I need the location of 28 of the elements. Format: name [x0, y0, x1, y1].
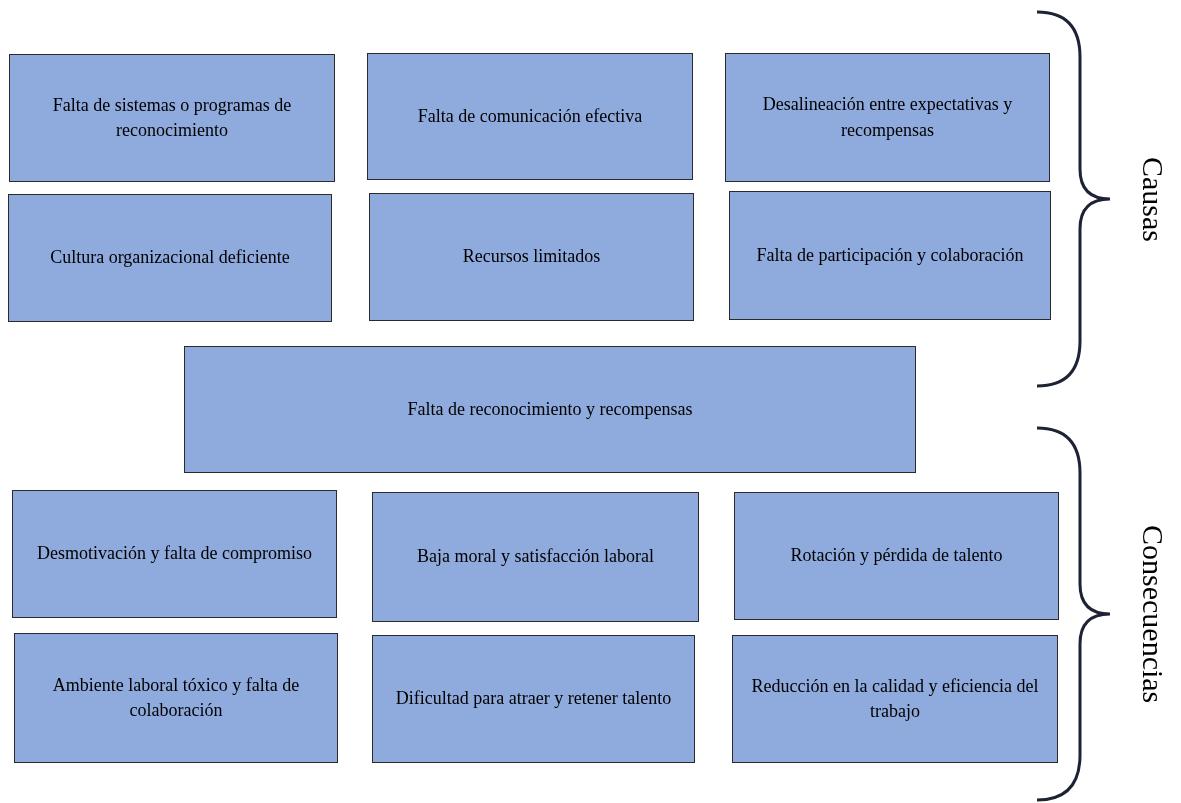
text-box [184, 346, 916, 473]
box-text: Desalineación entre expectativas y recompensas [761, 93, 1014, 142]
text-box [369, 193, 694, 321]
text-box [8, 194, 332, 322]
text-box [372, 635, 695, 763]
section-label: Causas [1136, 156, 1170, 242]
text-box [372, 492, 699, 622]
text-box [12, 490, 337, 618]
text-box [725, 53, 1050, 182]
box-text: Falta de participación y colaboración [755, 243, 1025, 267]
text-box [9, 54, 335, 182]
box-text: Dificultad para atraer y retener talento [394, 687, 673, 711]
text-box [367, 53, 693, 180]
box-text: Desmotivación y falta de compromiso [36, 542, 313, 566]
text-box [734, 492, 1059, 620]
text-box [732, 635, 1058, 763]
box-text: Baja moral y satisfacción laboral [416, 545, 655, 569]
box-text: Falta de comunicación efectiva [416, 104, 644, 128]
box-text: Recursos limitados [461, 245, 602, 269]
box-text: Falta de sistemas o programas de reconocimiento [51, 93, 293, 142]
box-text: Ambiente laboral tóxico y falta de colaboración [51, 673, 301, 722]
section-label: Consecuencias [1136, 525, 1170, 704]
box-text: Cultura organizacional deficiente [49, 246, 291, 270]
box-text: Falta de reconocimiento y recompensas [406, 397, 694, 421]
text-box [729, 191, 1051, 320]
text-box [14, 633, 338, 763]
box-text: Reducción en la calidad y eficiencia del trabajo [750, 674, 1040, 723]
box-text: Rotación y pérdida de talento [789, 544, 1004, 568]
